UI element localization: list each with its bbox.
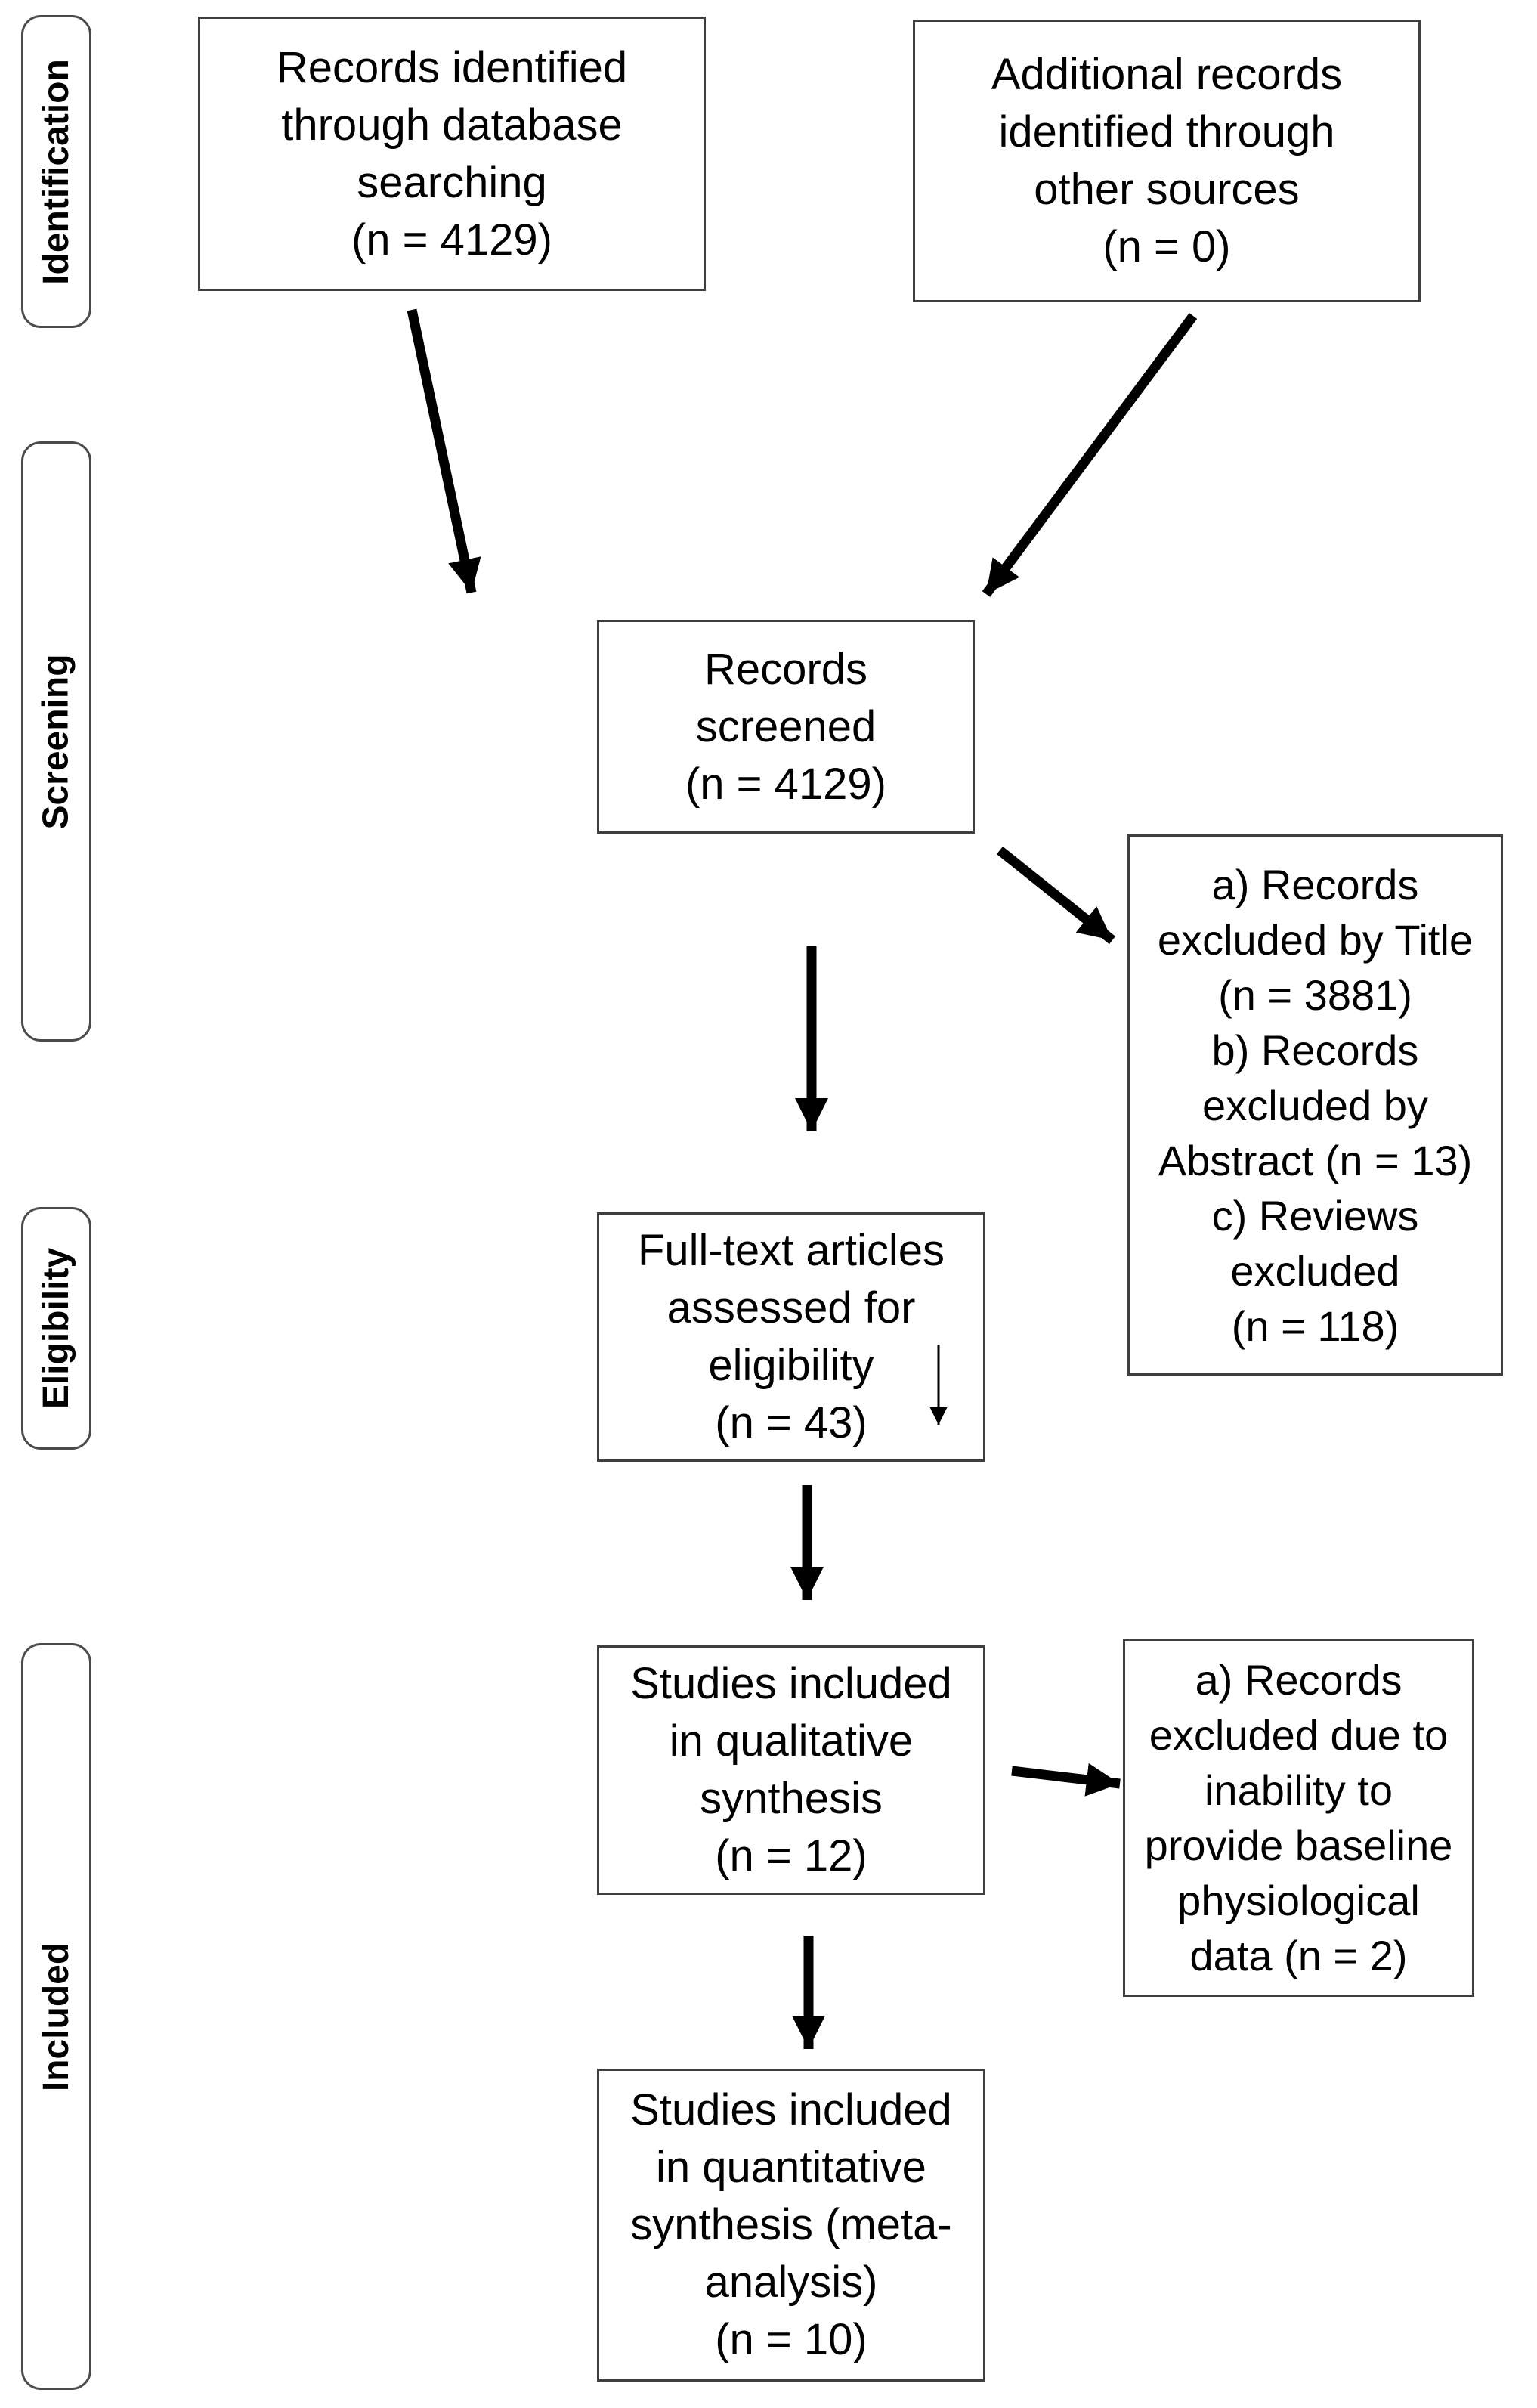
flow-box-quantitative-synthesis-text: Studies included in quantitative synthes…: [630, 2085, 952, 2364]
flow-box-qualitative-synthesis: Studies included in qualitative synthesi…: [597, 1645, 985, 1895]
flow-box-records-identified: Records identified through database sear…: [198, 17, 706, 291]
flow-box-records-excluded-screening: a) Records excluded by Title (n = 3881) …: [1127, 834, 1503, 1376]
flow-box-full-text-assessed: Full-text articles assessed for eligibil…: [597, 1212, 985, 1462]
flow-box-additional-records: Additional records identified through ot…: [913, 20, 1421, 302]
arrow-other-sources-to-screened: [982, 313, 1198, 597]
arrow-screened-to-excluded: [996, 846, 1116, 945]
flow-box-records-screened-text: Records screened (n = 4129): [685, 644, 886, 809]
stage-included-label: Included: [36, 1942, 76, 2091]
flow-box-additional-records-text: Additional records identified through ot…: [991, 50, 1343, 271]
stage-eligibility: Eligibility: [21, 1207, 91, 1450]
stage-included: Included: [21, 1643, 91, 2390]
flow-box-qualitative-synthesis-text: Studies included in qualitative synthesi…: [630, 1659, 952, 1880]
flow-box-records-excluded-eligibility: a) Records excluded due to inability to …: [1123, 1639, 1474, 1997]
flow-box-records-excluded-screening-text: a) Records excluded by Title (n = 3881) …: [1157, 860, 1474, 1350]
stage-screening: Screening: [21, 441, 91, 1042]
stage-identification: Identification: [21, 15, 91, 328]
stage-identification-label: Identification: [36, 58, 77, 285]
flow-box-records-screened: Records screened (n = 4129): [597, 620, 975, 834]
flow-box-quantitative-synthesis: Studies included in quantitative synthes…: [597, 2069, 985, 2382]
stage-screening-label: Screening: [36, 653, 77, 830]
flow-box-records-excluded-eligibility-text: a) Records excluded due to inability to …: [1144, 1656, 1453, 1979]
arrow-database-to-screened: [407, 308, 481, 594]
flow-box-full-text-assessed-text: Full-text articles assessed for eligibil…: [637, 1226, 945, 1447]
stage-eligibility-label: Eligibility: [36, 1247, 77, 1410]
arrow-qualitative-to-excluded: [1011, 1763, 1121, 1797]
flow-box-records-identified-text: Records identified through database sear…: [276, 42, 628, 265]
